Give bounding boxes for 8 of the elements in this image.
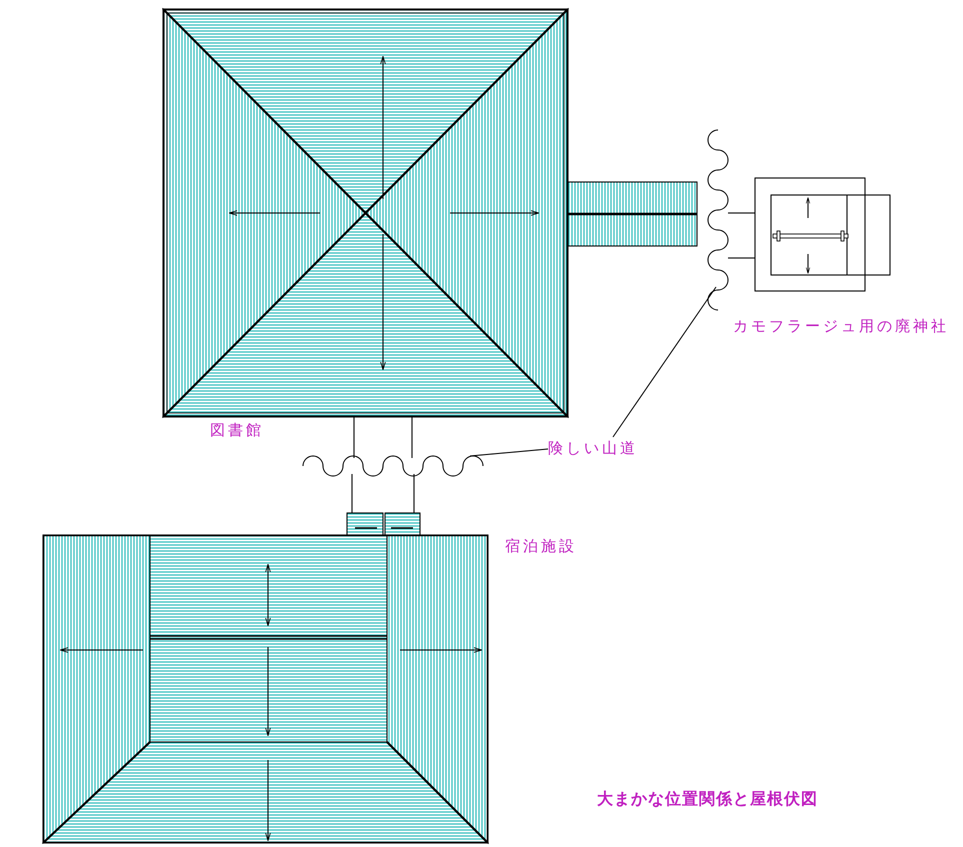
- leader-line: [470, 448, 548, 456]
- caption: 大まかな位置関係と屋根伏図: [597, 790, 818, 808]
- leader-line: [612, 286, 716, 438]
- place-label: 図書館: [210, 421, 264, 439]
- road-line: [728, 212, 756, 214]
- place-label: 険しい山道: [548, 439, 638, 457]
- place-label: カモフラージュ用の廃神社: [733, 317, 949, 335]
- place-label: 宿泊施設: [505, 537, 577, 555]
